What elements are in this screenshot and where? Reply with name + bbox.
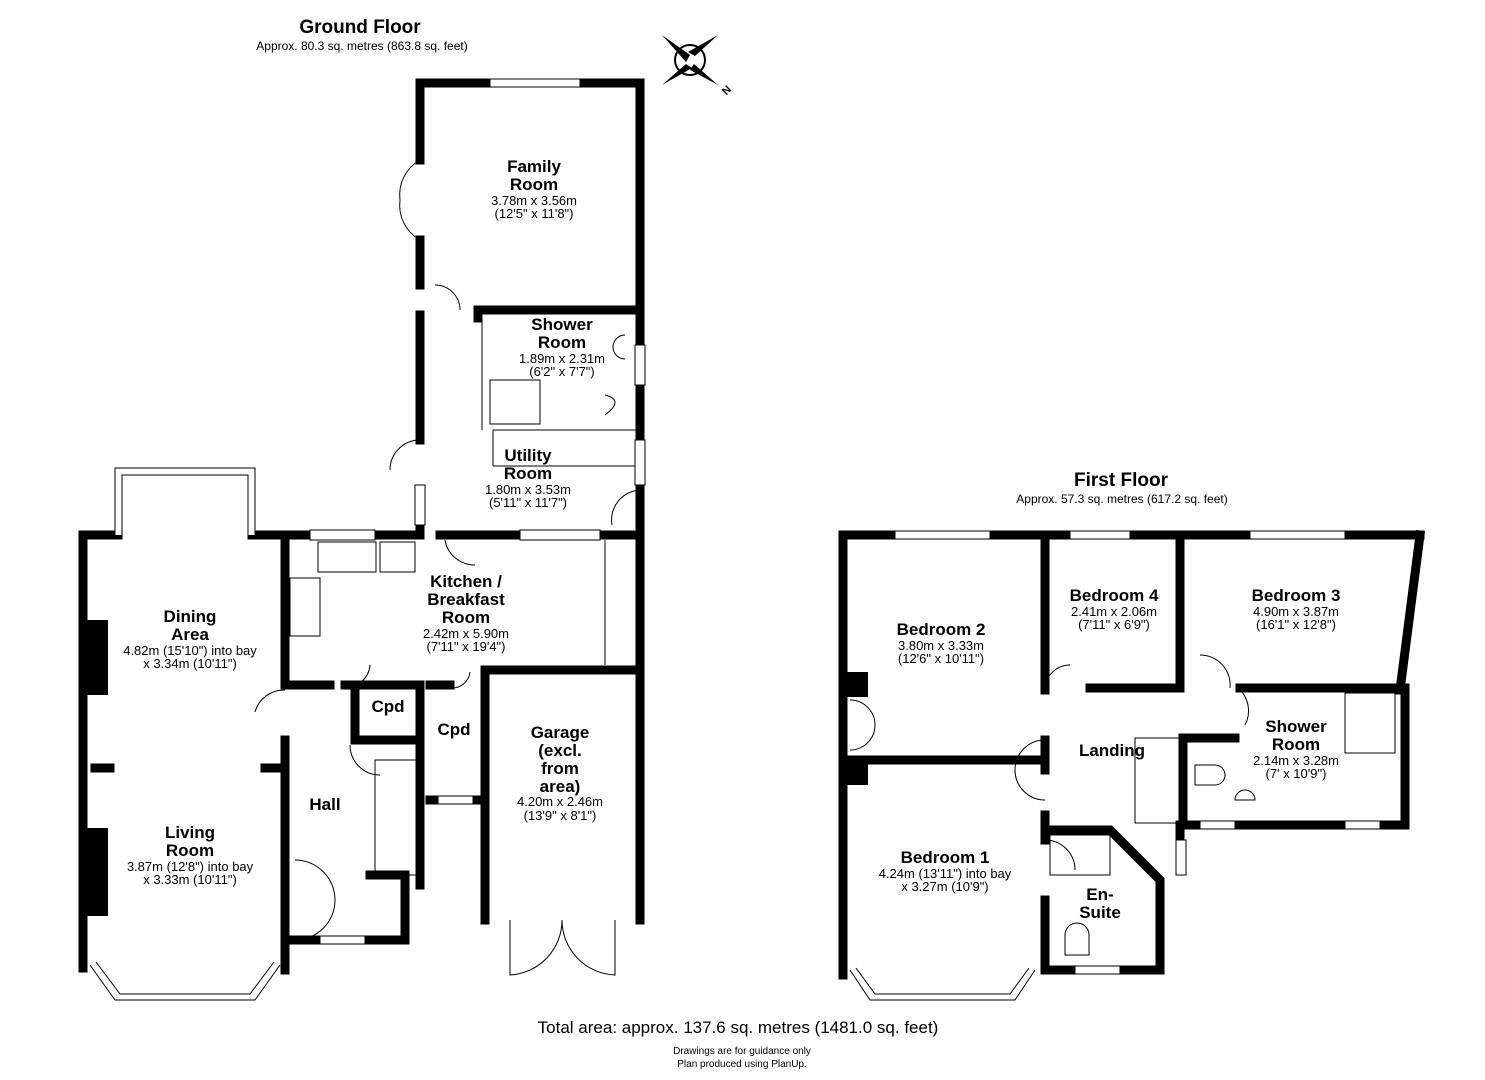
room-shower-room-first: Shower Room 2.14m x 3.28m (7' x 10'9")	[1253, 718, 1339, 781]
room-dims: 3.80m x 3.33m	[897, 637, 984, 653]
room-name: Shower	[531, 315, 593, 334]
ground-floor-title: Ground Floor	[299, 17, 421, 38]
room-bedroom-3: Bedroom 3 4.90m x 3.87m (16'1" x 12'8")	[1252, 587, 1341, 632]
room-name: Room	[441, 607, 491, 627]
room-name: En-	[1086, 885, 1114, 904]
room-name: from	[541, 758, 579, 778]
room-kitchen-breakfast: Kitchen / Breakfast Room 2.42m x 5.90m (…	[423, 573, 509, 654]
room-shower-room-ground: Shower Room 1.89m x 2.31m (6'2" x 7'7")	[519, 316, 605, 379]
first-floor-title: First Floor	[1074, 470, 1168, 491]
room-name: Room	[509, 174, 559, 194]
room-dims: (13'9" x 8'1")	[523, 808, 597, 824]
room-cupboard-2: Cpd	[437, 720, 471, 739]
room-living-room: Living Room 3.87m (12'8") into bay x 3.3…	[127, 824, 253, 887]
room-name: Dining	[163, 607, 217, 626]
first-floor-walls	[838, 529, 1426, 1001]
room-name: Family	[507, 157, 561, 176]
total-area: Total area: approx. 137.6 sq. metres (14…	[537, 1018, 939, 1037]
room-dims: x 3.34m (10'11")	[143, 656, 237, 672]
room-name: Bedroom 2	[896, 620, 986, 639]
room-name: Bedroom 4	[1069, 586, 1159, 605]
ground-floor-area: Approx. 80.3 sq. metres (863.8 sq. feet)	[256, 39, 468, 53]
room-en-suite: En- Suite	[1079, 886, 1121, 922]
room-dims: (12'5" x 11'8")	[494, 206, 574, 222]
room-name: Room	[165, 840, 215, 860]
room-name: Breakfast	[427, 589, 505, 609]
room-name: Suite	[1079, 902, 1121, 922]
room-name: Room	[537, 332, 587, 352]
room-bedroom-4: Bedroom 4 2.41m x 2.06m (7'11" x 6'9")	[1070, 587, 1159, 632]
compass-north-label: N	[720, 84, 734, 98]
room-dims: (7' x 10'9")	[1265, 766, 1327, 782]
room-bedroom-2: Bedroom 2 3.80m x 3.33m (12'6" x 10'11")	[897, 621, 986, 666]
room-dims: 4.20m x 2.46m	[517, 794, 603, 810]
room-dims: 1.80m x 3.53m	[485, 481, 571, 497]
room-name: Room	[503, 463, 553, 483]
compass-icon	[662, 35, 718, 85]
room-dims: (12'6" x 10'11")	[897, 651, 985, 667]
room-dims: 3.78m x 3.56m	[491, 192, 577, 208]
room-name: Kitchen /	[430, 572, 502, 591]
room-dims: (5'11" x 11'7")	[488, 495, 568, 511]
room-name: (excl.	[538, 740, 582, 760]
room-dims: x 3.27m (10'9")	[901, 879, 989, 895]
room-dims: x 3.33m (10'11")	[143, 872, 237, 888]
room-dining-area: Dining Area 4.82m (15'10") into bay x 3.…	[123, 608, 257, 671]
room-dims: 2.14m x 3.28m	[1253, 752, 1339, 768]
room-name: Bedroom 1	[900, 848, 990, 867]
room-dims: (6'2" x 7'7")	[529, 364, 595, 380]
room-dims: 4.82m (15'10") into bay	[123, 642, 257, 658]
producer-note: Plan produced using PlanUp.	[677, 1059, 807, 1070]
room-dims: (7'11" x 19'4")	[426, 639, 506, 655]
room-utility-room: Utility Room 1.80m x 3.53m (5'11" x 11'7…	[485, 447, 571, 510]
room-dims: 4.24m (13'11") into bay	[878, 865, 1012, 881]
disclaimer-note: Drawings are for guidance only	[673, 1046, 811, 1057]
room-garage: Garage (excl. from area) 4.20m x 2.46m (…	[517, 724, 603, 823]
room-dims: 4.90m x 3.87m	[1252, 603, 1339, 619]
room-dims: 2.41m x 2.06m	[1070, 603, 1157, 619]
room-name: Garage	[530, 723, 590, 742]
room-dims: (16'1" x 12'8")	[1256, 617, 1336, 633]
room-dims: 2.42m x 5.90m	[423, 625, 509, 641]
room-dims: 1.89m x 2.31m	[519, 350, 605, 366]
room-family-room: Family Room 3.78m x 3.56m (12'5" x 11'8"…	[491, 158, 577, 221]
room-landing: Landing	[1078, 741, 1146, 760]
room-hall: Hall	[309, 795, 341, 814]
room-dims: 3.87m (12'8") into bay	[126, 858, 254, 874]
ground-floor-walls	[78, 78, 646, 1001]
first-floor-area: Approx. 57.3 sq. metres (617.2 sq. feet)	[1016, 492, 1228, 506]
room-name: Room	[1271, 734, 1321, 754]
room-bedroom-1: Bedroom 1 4.24m (13'11") into bay x 3.27…	[879, 849, 1012, 894]
room-dims: (7'11" x 6'9")	[1078, 617, 1150, 633]
room-name: area)	[539, 776, 581, 796]
room-cupboard-1: Cpd	[371, 697, 405, 716]
room-name: Shower	[1265, 717, 1327, 736]
room-name: Utility	[504, 446, 552, 465]
room-name: Area	[171, 624, 209, 644]
room-name: Bedroom 3	[1251, 586, 1341, 605]
room-name: Living	[164, 823, 216, 842]
